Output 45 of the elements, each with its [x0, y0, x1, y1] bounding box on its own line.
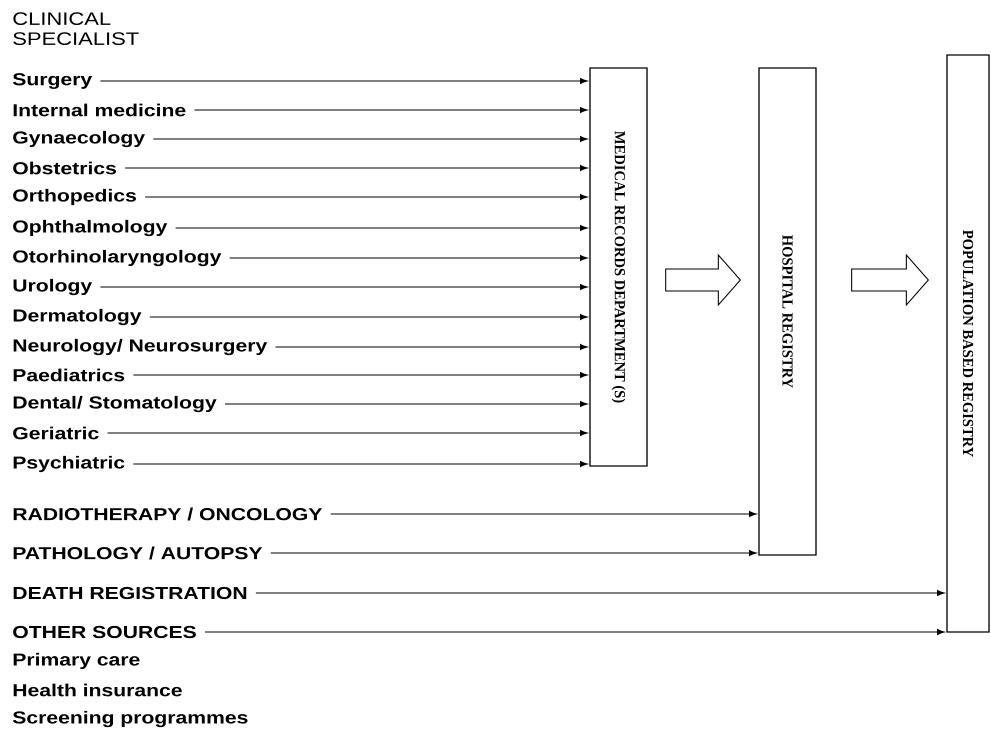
arrow — [153, 136, 588, 142]
source-label: PATHOLOGY / AUTOPSY — [14, 546, 262, 560]
source-label: Geriatric — [13, 426, 99, 440]
arrow — [150, 314, 588, 320]
arrow — [256, 590, 945, 596]
arrow — [330, 511, 757, 517]
arrow — [176, 225, 588, 231]
arrow — [108, 430, 588, 436]
registry-box: MEDICAL RECORDS DEPARTMENT (S) — [589, 67, 648, 467]
arrow — [100, 284, 588, 290]
block-arrow — [851, 254, 930, 306]
source-label: Otorhinolaryngology — [13, 250, 222, 266]
arrow — [145, 194, 588, 200]
arrow — [205, 629, 945, 635]
source-label: Psychiatric — [14, 456, 124, 472]
arrow — [194, 107, 588, 113]
source-label: Surgery — [12, 73, 92, 89]
source-label: Internal medicine — [14, 104, 186, 116]
source-label: Ophthalmology — [13, 220, 168, 236]
arrow — [270, 550, 757, 556]
registry-box: HOSPITAL REGISTRY — [758, 67, 817, 556]
arrow — [100, 78, 588, 84]
source-label: RADIOTHERAPY / ONCOLOGY — [14, 508, 322, 520]
column-heading: CLINICAL SPECIALIST — [13, 12, 139, 45]
source-label: Dental/ Stomatology — [14, 396, 217, 412]
arrow — [224, 401, 588, 407]
source-label: Dermatology — [14, 308, 142, 326]
arrow — [276, 344, 588, 350]
source-label: Gynaecology — [13, 130, 145, 148]
block-arrow — [665, 254, 742, 306]
arrow — [133, 461, 588, 467]
source-label: Paediatrics — [14, 368, 124, 382]
source-label: Orthopedics — [13, 188, 136, 206]
source-label: DEATH REGISTRATION — [14, 586, 246, 600]
source-label: OTHER SOURCES — [13, 626, 196, 638]
arrow — [125, 165, 588, 171]
source-label: Health insurance — [14, 684, 182, 696]
source-label: Primary care — [14, 652, 140, 670]
arrow — [230, 255, 588, 261]
source-label: Urology — [14, 278, 92, 296]
arrow — [133, 372, 588, 378]
source-label: Obstetrics — [13, 162, 116, 174]
source-label: Neurology/ Neurosurgery — [14, 338, 268, 356]
registry-box: POPULATION BASED REGISTRY — [946, 54, 990, 633]
source-label: Screening programmes — [12, 710, 248, 728]
